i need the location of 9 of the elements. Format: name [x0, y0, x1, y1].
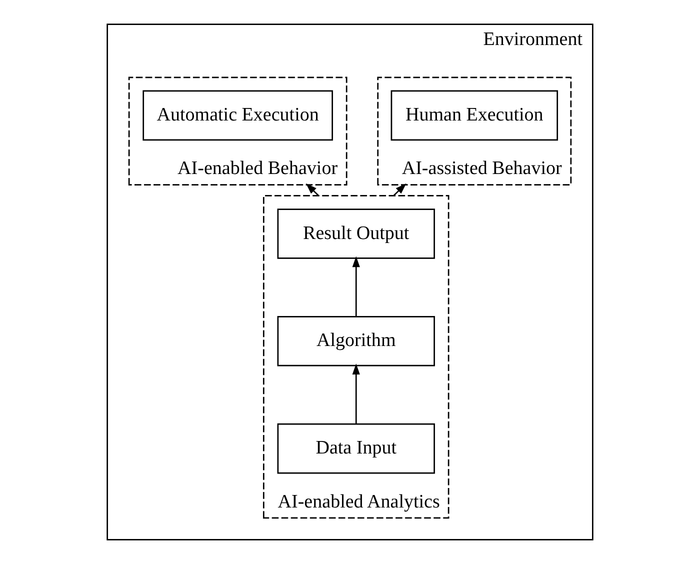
node-box: Data Input: [276, 423, 434, 474]
node-box: Result Output: [276, 208, 434, 259]
arrow: [352, 256, 360, 317]
arrow: [352, 364, 360, 424]
node-box: Automatic Execution: [142, 90, 332, 141]
arrow: [392, 183, 406, 196]
node-box: Human Execution: [390, 90, 558, 141]
node-box: Algorithm: [276, 316, 434, 366]
arrow: [305, 183, 319, 196]
